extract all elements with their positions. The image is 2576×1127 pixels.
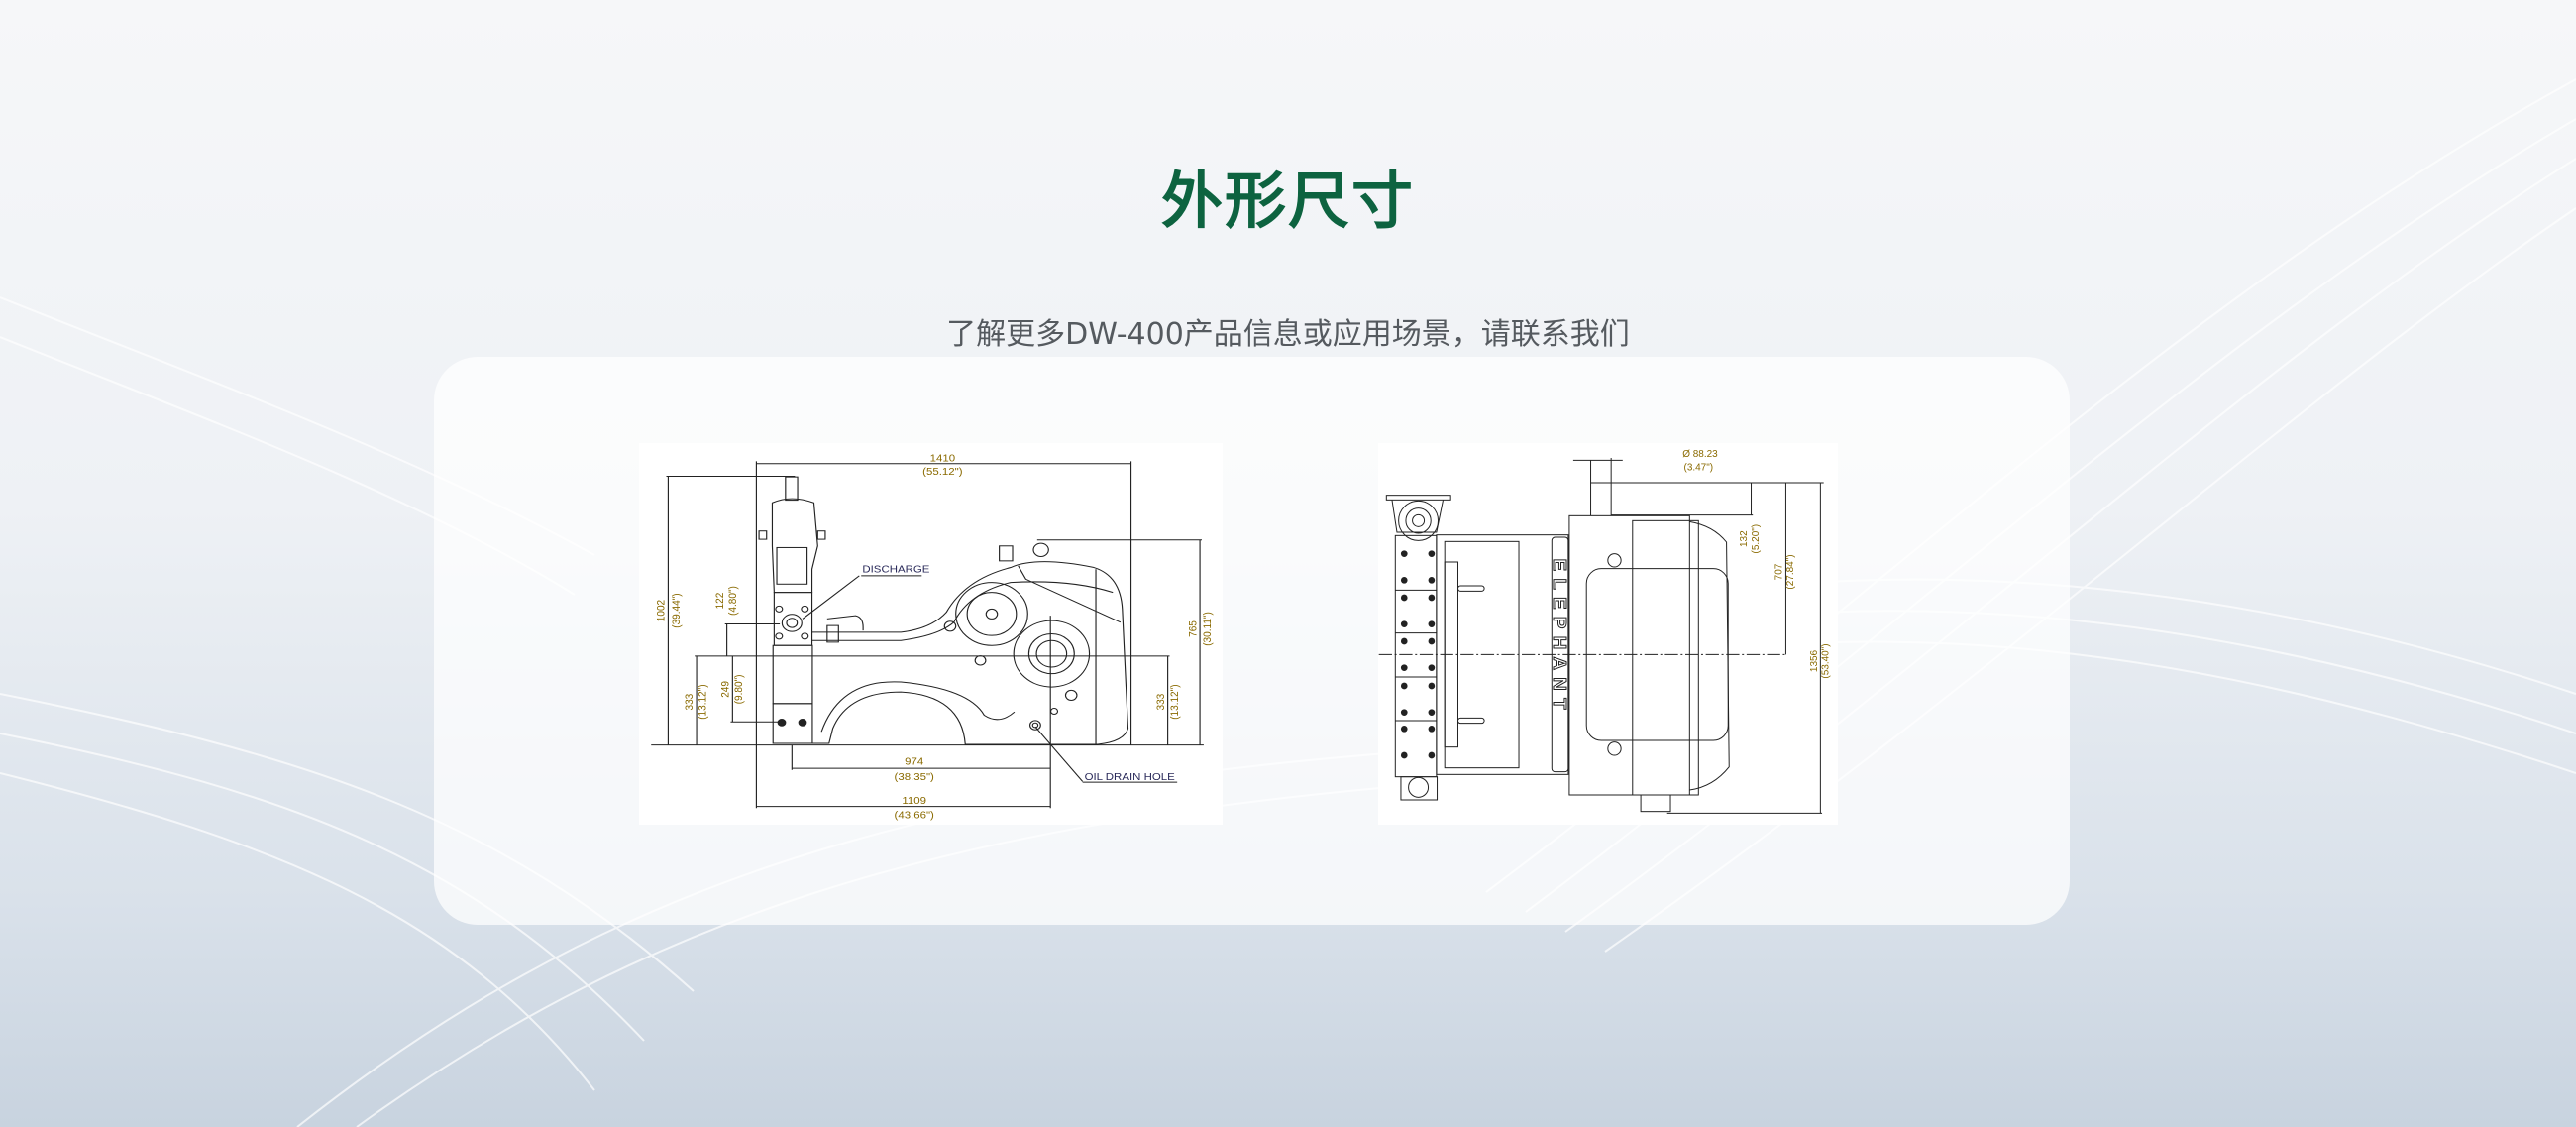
dim-974-in: (38.35") xyxy=(895,771,934,782)
dim-333-right: 333 xyxy=(1154,694,1167,711)
dim-333-right-in: (13.12") xyxy=(1168,684,1181,719)
dim-1410: 1410 xyxy=(930,453,955,464)
dim-249-in: (9.80") xyxy=(732,675,745,705)
elephant-brand-mark: ELEPHANT xyxy=(1550,559,1570,717)
dim-1109: 1109 xyxy=(902,796,926,807)
oil-drain-hole-label: OIL DRAIN HOLE xyxy=(1085,771,1175,782)
dim-122-in: (4.80") xyxy=(727,586,740,616)
discharge-label: DISCHARGE xyxy=(862,564,929,575)
dim-132-in: (5.20") xyxy=(1751,524,1762,554)
dim-1410-in: (55.12") xyxy=(922,466,962,477)
dim-122: 122 xyxy=(713,593,726,610)
dim-132: 132 xyxy=(1739,530,1750,547)
top-view-drawing: ELEPHANT Ø 88.23 (3.47") 132 (5.20") 707… xyxy=(1378,443,1838,825)
dim-249: 249 xyxy=(719,681,732,698)
page-subtitle: 了解更多DW-400产品信息或应用场景，请联系我们 xyxy=(946,317,1630,352)
dim-707-in: (27.84") xyxy=(1785,554,1796,589)
dim-765-in: (30.11") xyxy=(1201,612,1214,646)
dim-707: 707 xyxy=(1773,563,1784,580)
dim-diameter-in: (3.47") xyxy=(1684,462,1714,473)
dim-diameter: Ø 88.23 xyxy=(1682,449,1718,460)
dim-1356-in: (53.40") xyxy=(1821,643,1832,678)
dim-1002: 1002 xyxy=(655,600,668,621)
dim-1002-in: (39.44") xyxy=(670,593,683,627)
dim-1356: 1356 xyxy=(1809,649,1820,672)
dim-1109-in: (43.66") xyxy=(895,810,934,821)
dim-974: 974 xyxy=(905,756,923,767)
page-title: 外形尺寸 xyxy=(1160,165,1415,237)
dim-333-left: 333 xyxy=(684,694,697,711)
dim-333-left-in: (13.12") xyxy=(697,684,709,719)
side-view-drawing: 1410 (55.12") 974 (38.35") 1109 (43.66")… xyxy=(639,443,1223,825)
dim-765: 765 xyxy=(1187,620,1200,637)
